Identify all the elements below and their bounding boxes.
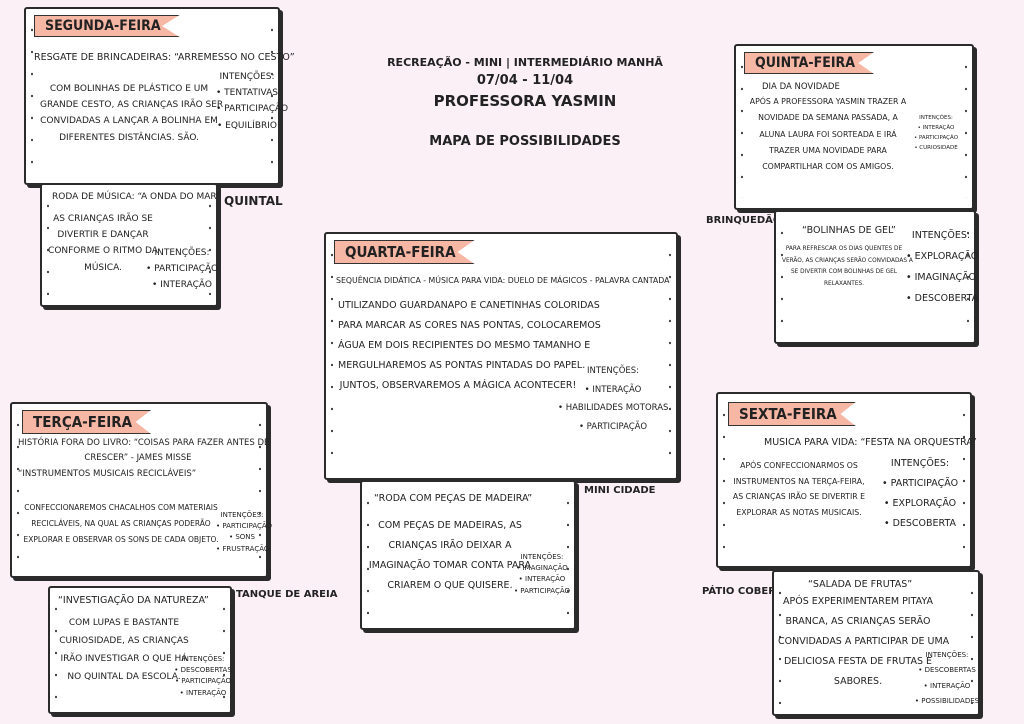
day-tag-segunda: SEGUNDA-FEIRA <box>34 15 180 37</box>
intentions: INTENÇÕES: • INTERAÇÃO • HABILIDADES MOT… <box>558 366 669 433</box>
activity-text: UTILIZANDO GUARDANAPO E CANETINHAS COLOR… <box>338 300 601 391</box>
activity-title: MUSICA PARA VIDA: “FESTA NA ORQUESTRA” <box>764 437 977 448</box>
intentions: INTENÇÕES: • DESCOBERTAS • PARTICIPAÇÃO … <box>174 655 232 697</box>
activity-title: DIA DA NOVIDADE <box>762 82 840 92</box>
intentions: INTENÇÕES: • IMAGINAÇÃO • INTERAÇÃO • PA… <box>513 553 571 595</box>
place-mini-cidade: MINI CIDADE <box>584 485 656 496</box>
header-line: RECREAÇÃO - MINI | INTERMEDIÁRIO MANHÃ <box>387 56 663 69</box>
intentions: INTENÇÕES: • PARTICIPAÇÃO • INTERAÇÃO <box>146 248 219 291</box>
intentions: INTENÇÕES: • PARTICIPAÇÃO • SONS • FRUST… <box>216 511 273 553</box>
activity-title: RODA DE MÚSICA: “A ONDA DO MAR” <box>52 192 221 202</box>
intentions: INTENÇÕES: • EXPLORAÇÃO • IMAGINAÇÃO • D… <box>906 230 979 304</box>
activity-text: AS CRIANÇAS IRÃO SE DIVERTIR E DANÇAR CO… <box>48 214 158 273</box>
teacher-name: PROFESSORA YASMIN <box>433 92 617 110</box>
activity-title: “SALADA DE FRUTAS” <box>808 579 913 590</box>
card-quarta: QUARTA-FEIRA SEQUÊNCIA DIDÁTICA - MÚSICA… <box>324 232 678 480</box>
activity-text: PARA REFRESCAR OS DIAS QUENTES DE VERÃO,… <box>782 246 913 287</box>
activity-title: “INVESTIGAÇÃO DA NATUREZA” <box>58 595 209 606</box>
day-tag-terca: TERÇA-FEIRA <box>22 410 152 434</box>
card-quinta: QUINTA-FEIRA DIA DA NOVIDADE APÓS A PROF… <box>734 44 974 210</box>
activity-text: APÓS CONFECCIONARMOS OS INSTRUMENTOS NA … <box>732 461 866 517</box>
activity-title: “RODA COM PEÇAS DE MADEIRA” <box>374 493 533 504</box>
activity-text: APÓS EXPERIMENTAREM PITAYA BRANCA, AS CR… <box>778 596 950 687</box>
place-brinquedao: BRINQUEDÃO <box>706 215 782 226</box>
activity-title: HISTÓRIA FORA DO LIVRO: “COISAS PARA FAZ… <box>18 438 270 479</box>
day-tag-quinta: QUINTA-FEIRA <box>744 52 874 74</box>
intentions: INTENÇÕES: • INTERAÇÃO • PARTICIPAÇÃO • … <box>913 115 959 151</box>
intentions: INTENÇÕES: • TENTATIVAS • PARTICIPAÇÃO •… <box>216 72 289 131</box>
activity-text: CONFECCIONAREMOS CHACALHOS COM MATERIAIS… <box>23 503 219 544</box>
intentions: INTENÇÕES: • DESCOBERTAS • INTERAÇÃO • P… <box>914 651 980 706</box>
activity-title: RESGATE DE BRINCADEIRAS: “ARREMESSO NO C… <box>34 52 295 63</box>
card-salada: “SALADA DE FRUTAS” APÓS EXPERIMENTAREM P… <box>772 570 980 716</box>
card-madeira: “RODA COM PEÇAS DE MADEIRA” COM PEÇAS DE… <box>360 480 576 630</box>
day-tag-quarta: QUARTA-FEIRA <box>334 240 475 264</box>
place-patio-coberto: PÁTIO COBERTO <box>702 586 791 597</box>
card-segunda: SEGUNDA-FEIRA RESGATE DE BRINCADEIRAS: “… <box>24 7 295 185</box>
day-tag-sexta: SEXTA-FEIRA <box>728 402 856 426</box>
activity-text: COM LUPAS E BASTANTE CURIOSIDADE, AS CRI… <box>59 618 189 682</box>
card-roda-musica: RODA DE MÚSICA: “A ONDA DO MAR” AS CRIAN… <box>40 183 221 307</box>
header-dates: 07/04 - 11/04 <box>476 73 574 88</box>
activity-text: COM PEÇAS DE MADEIRAS, AS CRIANÇAS IRÃO … <box>368 520 532 591</box>
card-gel: “BOLINHAS DE GEL” PARA REFRESCAR OS DIAS… <box>774 210 979 344</box>
page-header: RECREAÇÃO - MINI | INTERMEDIÁRIO MANHÃ 0… <box>380 56 670 149</box>
place-quintal: QUINTAL <box>224 194 283 208</box>
activity-title: SEQUÊNCIA DIDÁTICA - MÚSICA PARA VIDA: D… <box>336 276 670 285</box>
intentions: INTENÇÕES: • PARTICIPAÇÃO • EXPLORAÇÃO •… <box>881 458 959 529</box>
activity-title: “BOLINHAS DE GEL” <box>802 225 896 236</box>
card-natureza: “INVESTIGAÇÃO DA NATUREZA” COM LUPAS E B… <box>48 586 232 714</box>
map-title: MAPA DE POSSIBILIDADES <box>429 134 621 149</box>
activity-text: COM BOLINHAS DE PLÁSTICO E UM GRANDE CES… <box>40 84 224 143</box>
card-sexta: SEXTA-FEIRA MUSICA PARA VIDA: “FESTA NA … <box>716 392 977 568</box>
activity-text: APÓS A PROFESSORA YASMIN TRAZER A NOVIDA… <box>749 97 907 172</box>
card-terca: TERÇA-FEIRA HISTÓRIA FORA DO LIVRO: “COI… <box>10 402 273 578</box>
place-tanque-areia: TANQUE DE AREIA <box>236 589 338 600</box>
